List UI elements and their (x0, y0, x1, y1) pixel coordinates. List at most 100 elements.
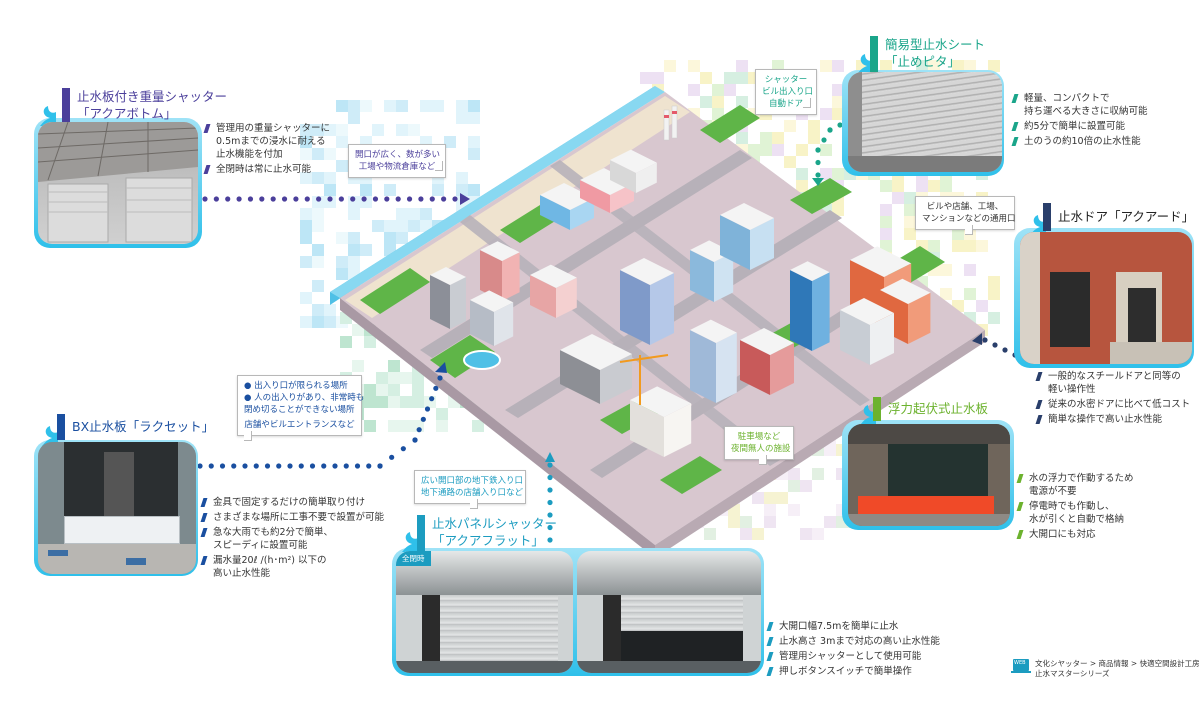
connector-dot (377, 463, 383, 469)
mosaic-tile (432, 100, 444, 112)
mosaic-tile (952, 240, 964, 252)
feature-item: 一般的なスチールドアと同等の 軽い操作性 (1035, 370, 1197, 396)
mosaic-tile (360, 100, 372, 112)
building (720, 203, 774, 270)
mosaic-tile (880, 240, 892, 252)
mosaic-tile (352, 360, 364, 372)
mosaic-tile (348, 244, 360, 256)
connector-dot (316, 196, 322, 202)
mosaic-tile (384, 220, 396, 232)
connector-dot (304, 196, 310, 202)
footer-link[interactable]: WEB 文化シヤッター > 商品情報 > 快適空間設計工房 止水マスターシリーズ (1011, 659, 1200, 679)
mosaic-tile (976, 240, 988, 252)
feature-item: 止水高さ 3mまで対応の高い止水性能 (766, 635, 968, 648)
mosaic-tile (772, 144, 784, 156)
mosaic-tile (880, 60, 892, 72)
footer-breadcrumb[interactable]: 文化シヤッター > 商品情報 > 快適空間設計工房 止水マスターシリーズ (1035, 659, 1200, 678)
entrance-line-2: ● 人の出入りがあり、非常時も 閉め切ることができない場所 (244, 393, 365, 415)
mosaic-tile (300, 148, 312, 160)
mosaic-tile (796, 168, 808, 180)
mosaic-tile (880, 228, 892, 240)
mosaic-tile (412, 396, 424, 408)
mosaic-tile (820, 168, 832, 180)
mosaic-tile (324, 124, 336, 136)
mosaic-tile (812, 528, 824, 540)
entrance-note: 店舗やビルエントランスなど (244, 420, 355, 430)
callout-parking: 駐車場など 夜間無人の施設 (724, 426, 794, 465)
mosaic-tile (300, 316, 312, 328)
photo-aqua-bottom (38, 122, 198, 244)
mosaic-tile (324, 184, 336, 196)
arrowhead-door (972, 333, 982, 345)
mosaic-tile (324, 196, 336, 208)
mosaic-tile (832, 60, 844, 72)
mosaic-tile (892, 180, 904, 192)
mosaic-tile (376, 384, 388, 396)
mosaic-tile (340, 336, 352, 348)
mosaic-tile (376, 396, 388, 408)
mosaic-tile (940, 264, 952, 276)
connector-dot (309, 463, 316, 469)
connector-dot (219, 463, 226, 469)
connector-dot (213, 196, 219, 202)
mosaic-tile (880, 180, 892, 192)
mosaic-tile (704, 528, 716, 540)
mosaic-tile (820, 108, 832, 120)
mosaic-tile (324, 316, 336, 328)
mosaic-tile (760, 144, 772, 156)
wave-icon (42, 424, 58, 446)
arrowhead-entrance (435, 362, 447, 373)
mosaic-tile (456, 100, 468, 112)
mosaic-tile (408, 208, 420, 220)
mosaic-tile (348, 112, 360, 124)
building (690, 319, 737, 403)
photo-aqua-ard (1020, 232, 1192, 364)
connector-dot (247, 196, 254, 202)
mosaic-tile (752, 528, 764, 540)
mosaic-tile (372, 220, 384, 232)
connector-dot (253, 463, 259, 469)
mosaic-tile (300, 292, 312, 304)
connector-dot (338, 196, 344, 202)
construction-crane (619, 354, 669, 405)
mosaic-tile (904, 204, 916, 216)
connector-dot (992, 342, 998, 348)
mosaic-tile (988, 276, 1000, 288)
mosaic-tile (348, 256, 360, 268)
features-aqua-bottom: 管理用の重量シャッターに 0.5mまでの浸水に耐える 止水機能を付加 全閉時は常… (203, 122, 345, 178)
mosaic-tile (396, 124, 408, 136)
mosaic-tile (456, 112, 468, 124)
mosaic-tile (688, 84, 700, 96)
connector-dot (281, 196, 288, 202)
mosaic-tile (420, 100, 432, 112)
connector-dot (547, 524, 553, 531)
photo-floating (848, 424, 1010, 526)
building (430, 267, 466, 329)
connector-dot (433, 385, 439, 391)
mosaic-tile (788, 504, 800, 516)
mosaic-tile (420, 220, 432, 232)
mosaic-tile (420, 208, 432, 220)
callout-entrance: ● 出入り口が限られる場所 ● 人の出入りがあり、非常時も 閉め切ることができな… (237, 375, 365, 441)
mosaic-tile (712, 84, 724, 96)
mosaic-tile (312, 280, 324, 292)
building (790, 261, 830, 351)
mosaic-tile (300, 208, 312, 220)
feature-item: さまざまな場所に工事不要で設置が可能 (200, 511, 402, 524)
mosaic-tile (364, 396, 376, 408)
mosaic-tile (824, 444, 836, 456)
product-title-floating: 浮力起伏式止水板 (873, 397, 988, 421)
connector-dot (343, 463, 349, 469)
connector-dot (547, 499, 553, 506)
mosaic-tile (760, 132, 772, 144)
mosaic-tile (324, 172, 336, 184)
mosaic-tile (800, 528, 812, 540)
feature-item: 全閉時は常に止水可能 (203, 163, 345, 176)
building (580, 168, 634, 213)
mosaic-tile (300, 136, 312, 148)
mosaic-tile (336, 160, 348, 172)
building (480, 241, 520, 301)
connector-dot (400, 446, 406, 452)
mosaic-tile (740, 516, 752, 528)
connector-dot (264, 463, 271, 469)
